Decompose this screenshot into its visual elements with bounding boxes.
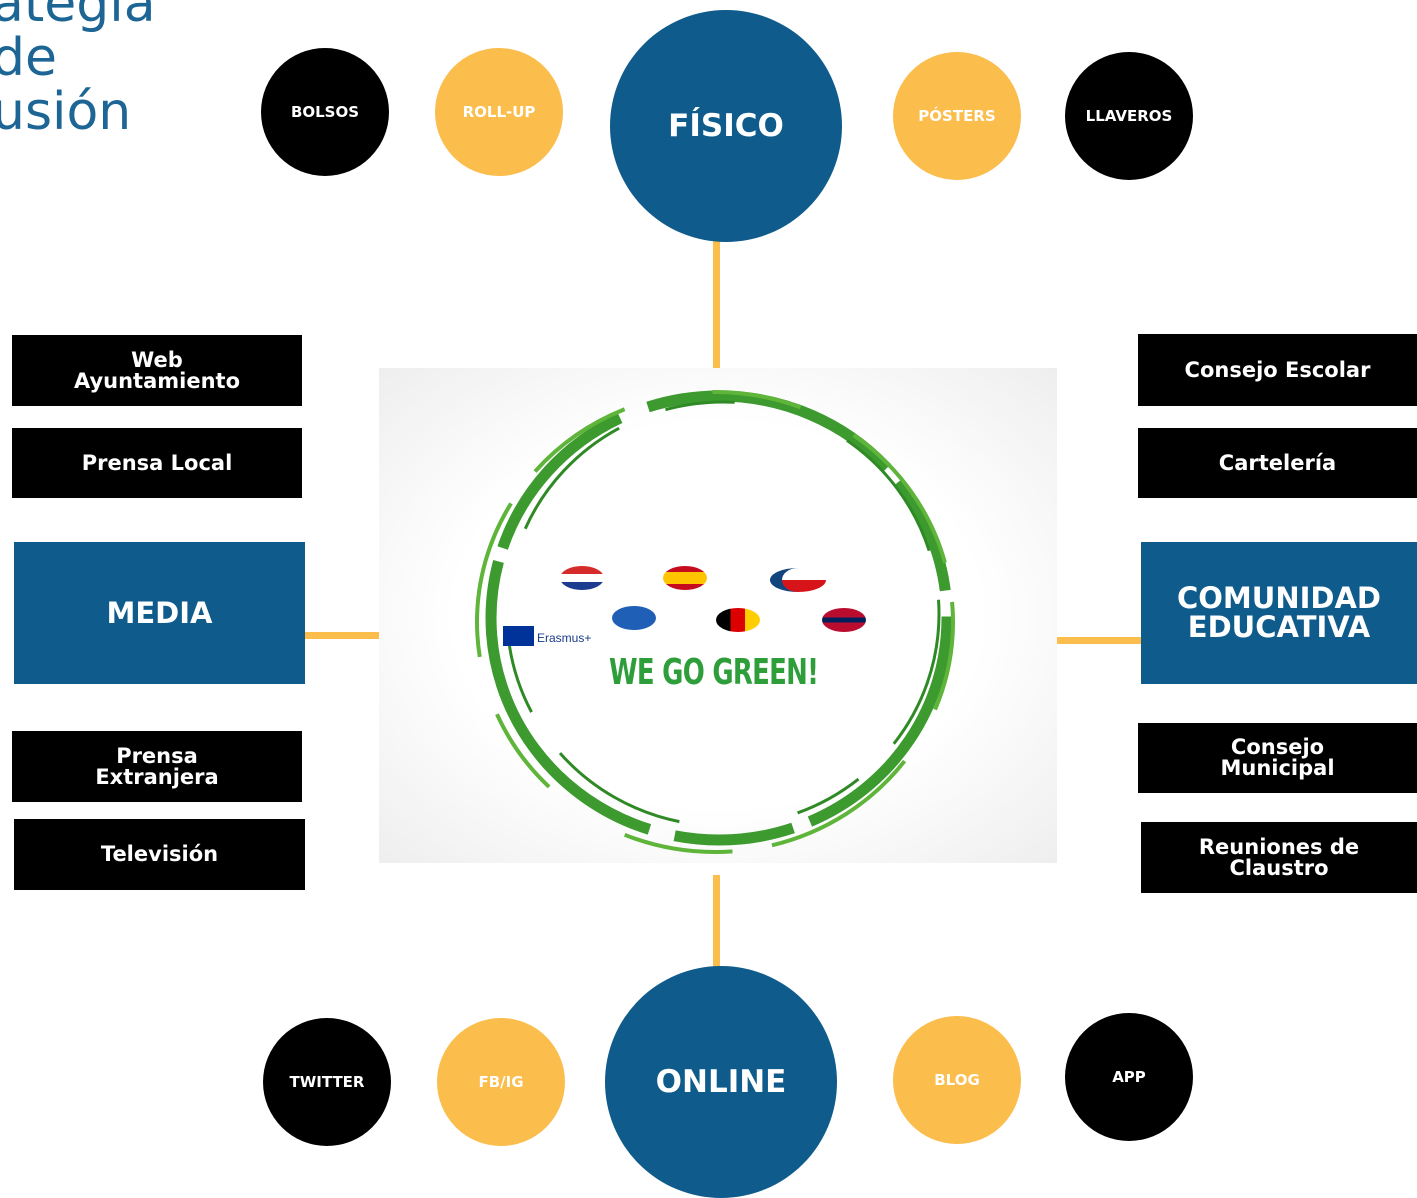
- germany-foot-icon: [716, 608, 760, 632]
- connector-left: [304, 632, 380, 639]
- norway-foot-icon: [822, 608, 866, 632]
- green-brush-ring: [475, 390, 955, 854]
- node-twitter: TWITTER: [263, 1018, 391, 1146]
- node-roll-up: ROLL-UP: [435, 48, 563, 176]
- czech-foot-icon: [770, 568, 826, 592]
- croatia-foot-icon: [560, 566, 604, 590]
- box-reuniones-claustro: Reuniones de Claustro: [1141, 822, 1417, 893]
- connector-right: [1056, 637, 1142, 644]
- box-prensa-extranjera: Prensa Extranjera: [12, 731, 302, 802]
- node-posters: PÓSTERS: [893, 52, 1021, 180]
- node-blog: BLOG: [893, 1016, 1021, 1144]
- spain-foot-icon: [663, 566, 707, 590]
- hub-media: MEDIA: [14, 542, 305, 684]
- we-go-green-logo: WE GO GREEN!: [609, 652, 819, 693]
- title-line-3: usión: [0, 82, 132, 142]
- hub-online: ONLINE: [605, 966, 837, 1198]
- erasmus-label: Erasmus+: [537, 631, 592, 645]
- hub-comunidad-educativa: COMUNIDAD EDUCATIVA: [1141, 542, 1417, 684]
- node-app: APP: [1065, 1013, 1193, 1141]
- box-consejo-escolar: Consejo Escolar: [1138, 334, 1417, 406]
- box-consejo-municipal: Consejo Municipal: [1138, 723, 1417, 793]
- box-television: Televisión: [14, 819, 305, 890]
- box-prensa-local: Prensa Local: [12, 428, 302, 498]
- node-fb-ig: FB/IG: [437, 1018, 565, 1146]
- node-bolsos: BOLSOS: [261, 48, 389, 176]
- box-web-ayuntamiento: Web Ayuntamiento: [12, 335, 302, 406]
- eu-flag-icon: [503, 626, 534, 646]
- box-carteleria: Cartelería: [1138, 428, 1417, 498]
- node-llaveros: LLAVEROS: [1065, 52, 1193, 180]
- title-line-2: de: [0, 28, 57, 88]
- hub-fisico: FÍSICO: [610, 10, 842, 242]
- connector-bottom: [713, 875, 720, 975]
- connector-top: [713, 240, 720, 370]
- bosnia-foot-icon: [612, 606, 656, 630]
- title-line-1: ategia: [0, 0, 156, 34]
